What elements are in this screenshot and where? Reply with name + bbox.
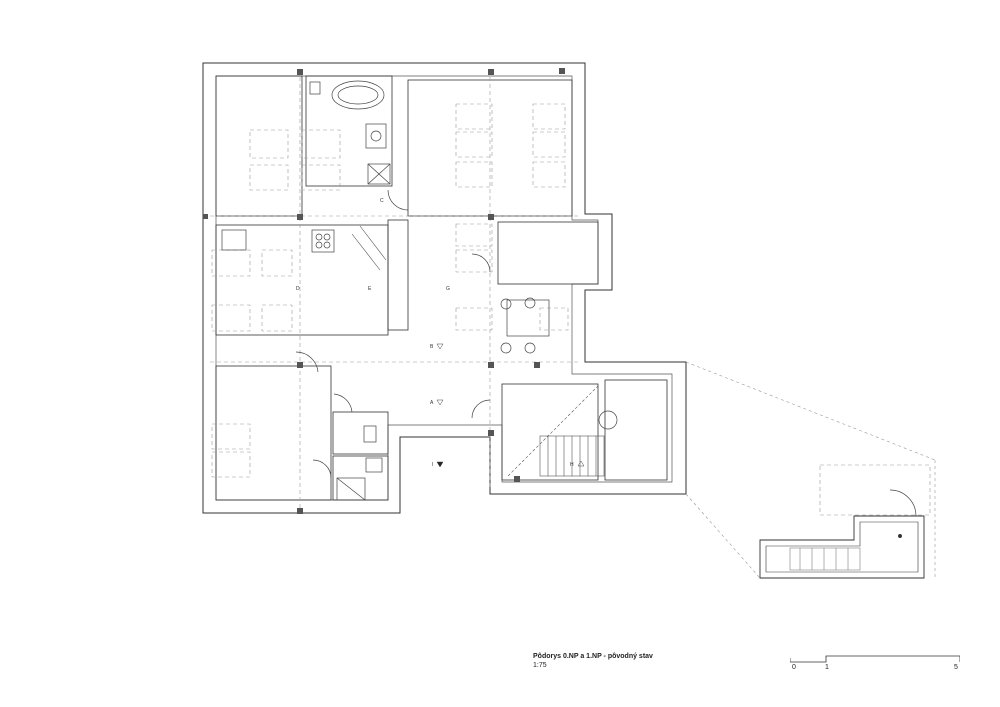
columns	[203, 68, 565, 514]
drawing-title: Pôdorys 0.NP a 1.NP - pôvodný stav	[533, 653, 653, 660]
stove	[311, 229, 335, 253]
outer-walls	[202, 62, 687, 514]
room-tag-a: A	[430, 400, 434, 406]
room-tags: A B C D E G H I	[296, 198, 574, 468]
room-stair	[501, 383, 599, 481]
room-balcony	[497, 221, 599, 285]
room-wc	[332, 411, 389, 455]
scale-tick-5: 5	[954, 664, 958, 671]
shower-top	[367, 163, 391, 185]
drawing-scale: 1:75	[533, 662, 547, 669]
sink-wc	[365, 457, 383, 473]
room-tag-d: D	[296, 286, 300, 292]
room-bath-top	[305, 75, 393, 187]
corridor-wall	[387, 219, 409, 331]
fixtures	[221, 80, 618, 501]
toilet-wc	[363, 425, 377, 443]
kitchen-sink	[221, 229, 247, 251]
scale-bar: 0 1 5	[789, 650, 961, 680]
room-top-left	[215, 75, 303, 217]
sink-top	[365, 123, 387, 149]
room-tag-b: B	[430, 344, 434, 350]
dashed-grid	[210, 70, 931, 516]
projection-lines	[685, 361, 936, 579]
stairs	[351, 225, 605, 477]
room-tag-c: C	[380, 198, 384, 204]
level-markers	[436, 343, 585, 468]
room-tag-e: E	[368, 286, 372, 292]
scale-bar-graphic	[789, 655, 961, 663]
title-block: Pôdorys 0.NP a 1.NP - pôvodný stav 1:75	[533, 652, 653, 670]
room-tag-i: I	[432, 462, 433, 468]
scale-tick-0: 0	[792, 664, 796, 671]
dining-table	[506, 299, 550, 337]
door-swings	[295, 189, 917, 517]
room-side	[604, 379, 668, 481]
shower-bottom	[336, 477, 366, 501]
room-kitchen	[215, 224, 389, 336]
toilet-top	[309, 81, 321, 95]
scale-tick-1: 1	[825, 664, 829, 671]
room-tag-h: H	[570, 462, 574, 468]
rooms	[215, 75, 668, 501]
room-tag-g: G	[446, 286, 450, 292]
detail-upper-floor	[759, 515, 925, 579]
room-bottom-left	[215, 365, 332, 501]
bathtub	[331, 80, 385, 110]
